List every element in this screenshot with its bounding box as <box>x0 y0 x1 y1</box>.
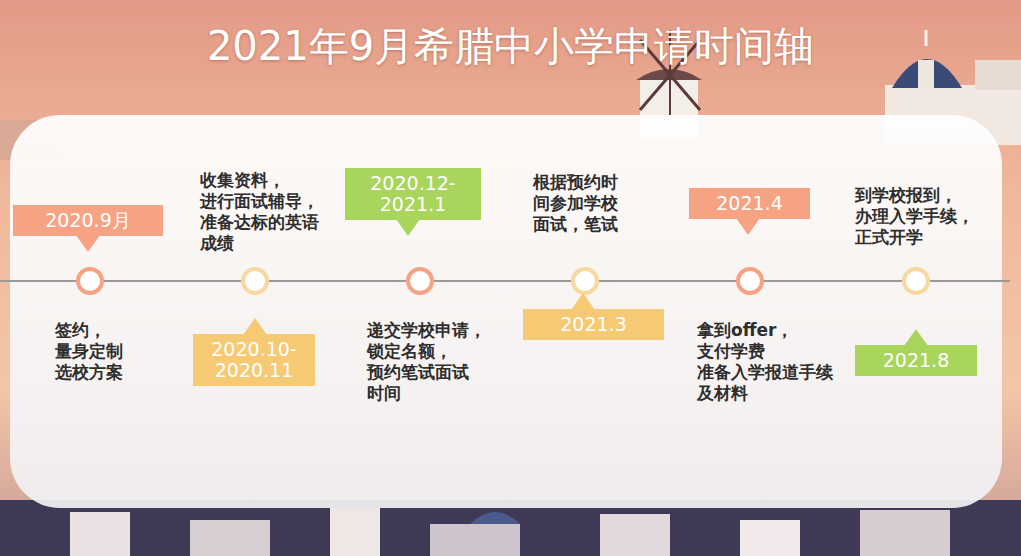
callout-pointer <box>396 219 420 236</box>
callout-pointer <box>571 293 595 310</box>
date-callout: 2020.12- 2021.1 <box>345 168 481 220</box>
callout-pointer <box>904 329 928 346</box>
timeline-dot <box>78 269 102 293</box>
date-text: 2021.8 <box>861 350 971 371</box>
timeline-dot <box>738 269 762 293</box>
step-description: 到学校报到， 办理入学手续， 正式开学 <box>855 185 984 248</box>
callout-pointer <box>243 318 267 335</box>
step-description: 签约， 量身定制 选校方案 <box>55 320 133 383</box>
date-callout: 2021.8 <box>855 345 977 376</box>
step-description: 收集资料， 进行面试辅导， 准备达标的英语 成绩 <box>200 170 329 254</box>
callout-pointer-shape <box>76 235 100 252</box>
callout-pointer-shape <box>571 293 595 310</box>
timeline-dots <box>78 269 928 293</box>
diagram-title: 2021年9月希腊中小学申请时间轴 <box>0 18 1021 74</box>
date-text: 2020.9月 <box>19 210 157 231</box>
timeline-dot <box>573 269 597 293</box>
date-callout: 2020.9月 <box>13 205 163 236</box>
callout-pointer-shape <box>396 219 420 236</box>
date-text: 2021.3 <box>529 314 658 335</box>
step-description: 根据预约时 间参加学校 面试，笔试 <box>533 172 628 235</box>
callout-pointer <box>76 235 100 252</box>
date-callout: 2020.10- 2020.11 <box>193 334 315 386</box>
timeline-dot <box>243 269 267 293</box>
callout-pointer-shape <box>736 218 760 235</box>
callout-pointer <box>736 218 760 235</box>
timeline-panel <box>10 115 1002 508</box>
callout-pointer-shape <box>243 318 267 335</box>
callout-pointer-shape <box>904 329 928 346</box>
step-description: 递交学校申请， 锁定名额， 预约笔试面试 时间 <box>367 320 496 404</box>
date-callout: 2021.4 <box>689 188 810 219</box>
timeline-axis <box>0 280 1010 282</box>
date-text: 2020.12- 2021.1 <box>351 173 475 215</box>
timeline-dot <box>904 269 928 293</box>
date-text: 2021.4 <box>695 193 804 214</box>
step-description: 拿到offer， 支付学费 准备入学报道手续 及材料 <box>697 320 843 404</box>
bottom-village <box>0 500 1021 556</box>
date-callout: 2021.3 <box>523 309 664 340</box>
timeline-dot <box>408 269 432 293</box>
date-text: 2020.10- 2020.11 <box>199 339 309 381</box>
